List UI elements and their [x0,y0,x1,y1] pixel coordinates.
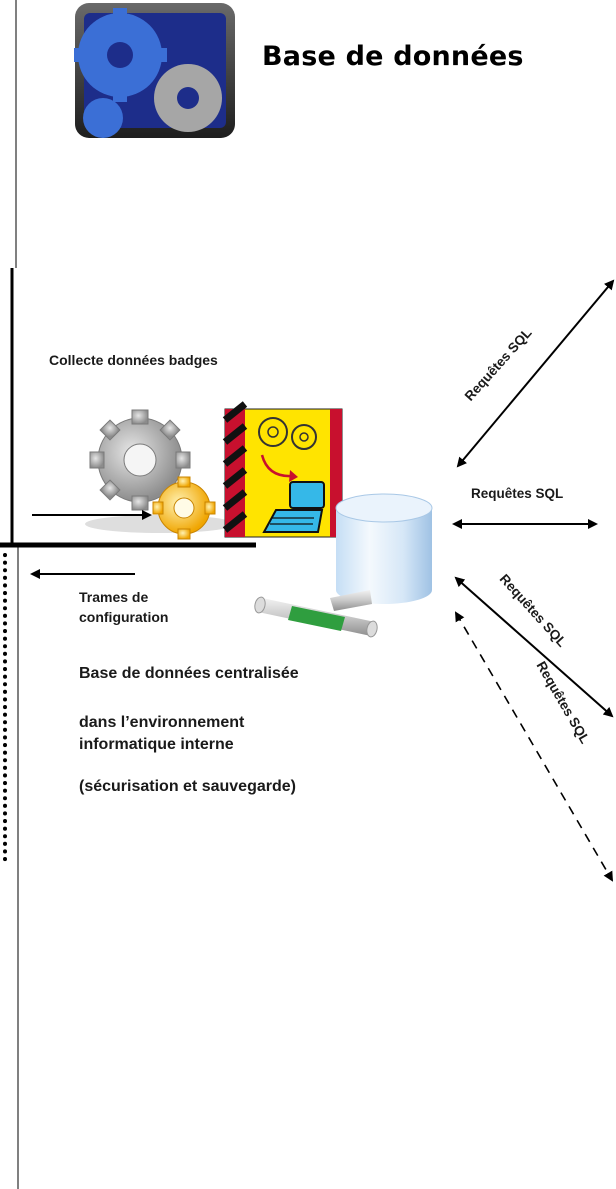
gears-icon [74,3,235,138]
trames-label: Trames de configuration [79,589,169,625]
database-cylinder-icon [335,493,433,604]
page-title: Base de données [262,41,524,72]
sql-arrow-down [454,576,614,718]
sql-arrow-up [456,279,615,468]
collecte-label: Collecte données badges [49,352,218,368]
base-line-1: Base de données centralisée [79,665,299,682]
sql-label-horizontal: Requêtes SQL [471,486,564,501]
base-line-2: dans l’environnement informatique intern… [79,714,245,753]
sql-arrow-dashed [454,611,614,882]
connector-tube-icon [254,590,378,638]
base-line-3: (sécurisation et sauvegarde) [79,778,296,795]
gears-service-icon [85,409,235,540]
badge-terminal-icon [222,401,343,538]
